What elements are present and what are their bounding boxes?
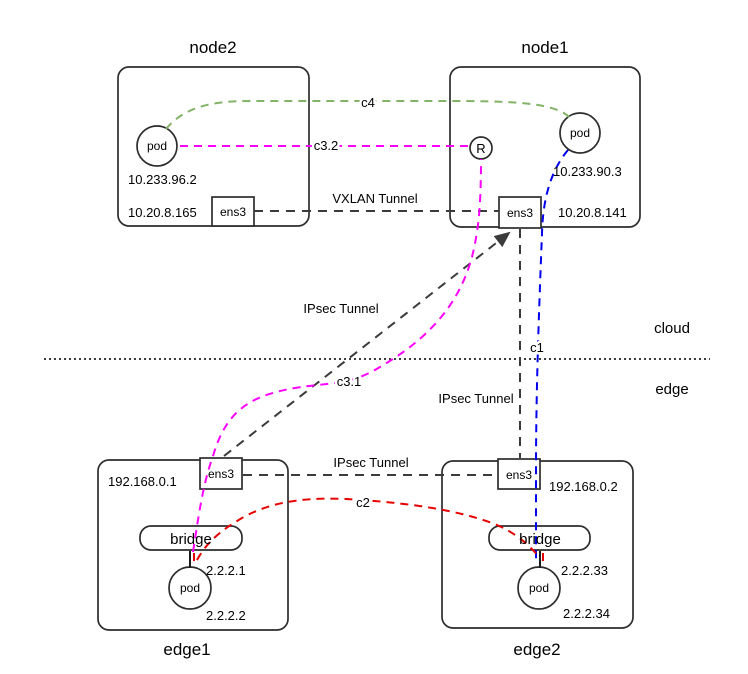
ipsec-tunnel-label-diagonal: IPsec Tunnel <box>303 301 378 316</box>
edge1-pod-label: pod <box>180 581 200 595</box>
connection-c3-2-label: c3.2 <box>314 138 339 153</box>
node1-host-ip: 10.20.8.141 <box>558 205 627 220</box>
connection-c4-path <box>165 100 570 130</box>
edge1-title: edge1 <box>163 640 210 659</box>
node2-ens3-box <box>211 196 255 227</box>
edge2-ens3-box <box>497 458 541 490</box>
node1-pod-circle <box>559 112 601 154</box>
zone-label-cloud: cloud <box>654 320 690 337</box>
edge2-host-ip: 192.168.0.2 <box>549 479 618 494</box>
connection-c1-path <box>535 149 569 561</box>
node2-host-ip: 10.20.8.165 <box>128 205 197 220</box>
zone-label-edge: edge <box>655 381 688 398</box>
edge2-ens3-label: ens3 <box>506 468 532 482</box>
node2-pod-ip: 10.233.96.2 <box>128 172 197 187</box>
node2-pod-label: pod <box>147 139 167 153</box>
edge1-bridge-label: bridge <box>170 531 212 548</box>
connection-c4-label: c4 <box>361 95 375 110</box>
edge2-pod-label: pod <box>529 581 549 595</box>
ipsec-tunnel-label-horizontal: IPsec Tunnel <box>333 455 408 470</box>
edge2-bridge-label: bridge <box>519 531 561 548</box>
connection-c1-label: c1 <box>530 340 544 355</box>
edge1-bridge-ip: 2.2.2.1 <box>206 563 246 578</box>
node1-pod-ip: 10.233.90.3 <box>553 164 622 179</box>
edge1-bridge-pill <box>139 525 243 551</box>
node2-title: node2 <box>189 38 236 57</box>
node1-pod-label: pod <box>570 126 590 140</box>
ipsec-tunnel-line-node1-edge1 <box>223 231 511 457</box>
node2-pod-circle <box>136 125 178 167</box>
edge1-pod-ip: 2.2.2.2 <box>206 608 246 623</box>
edge2-pod-ip: 2.2.2.34 <box>563 606 610 621</box>
edge2-bridge-pill <box>488 525 591 551</box>
connection-c2-label: c2 <box>356 495 370 510</box>
edge1-ens3-box <box>199 457 243 490</box>
edge1-host-ip: 192.168.0.1 <box>108 474 177 489</box>
ipsec-tunnel-label-vertical: IPsec Tunnel <box>438 391 513 406</box>
connection-c3-1-label: c3.1 <box>337 374 362 389</box>
connection-c3-1-path <box>192 158 482 553</box>
node1-title: node1 <box>521 38 568 57</box>
connection-c2-path <box>196 497 541 561</box>
vxlan-tunnel-label: VXLAN Tunnel <box>332 191 417 206</box>
node1-ens3-label: ens3 <box>507 206 533 220</box>
edge1-ens3-label: ens3 <box>208 467 234 481</box>
node1-ens3-box <box>498 196 542 229</box>
node2-ens3-label: ens3 <box>220 205 246 219</box>
edge2-title: edge2 <box>513 640 560 659</box>
node1-router-label: R <box>476 141 485 156</box>
edge2-bridge-ip: 2.2.2.33 <box>561 563 608 578</box>
